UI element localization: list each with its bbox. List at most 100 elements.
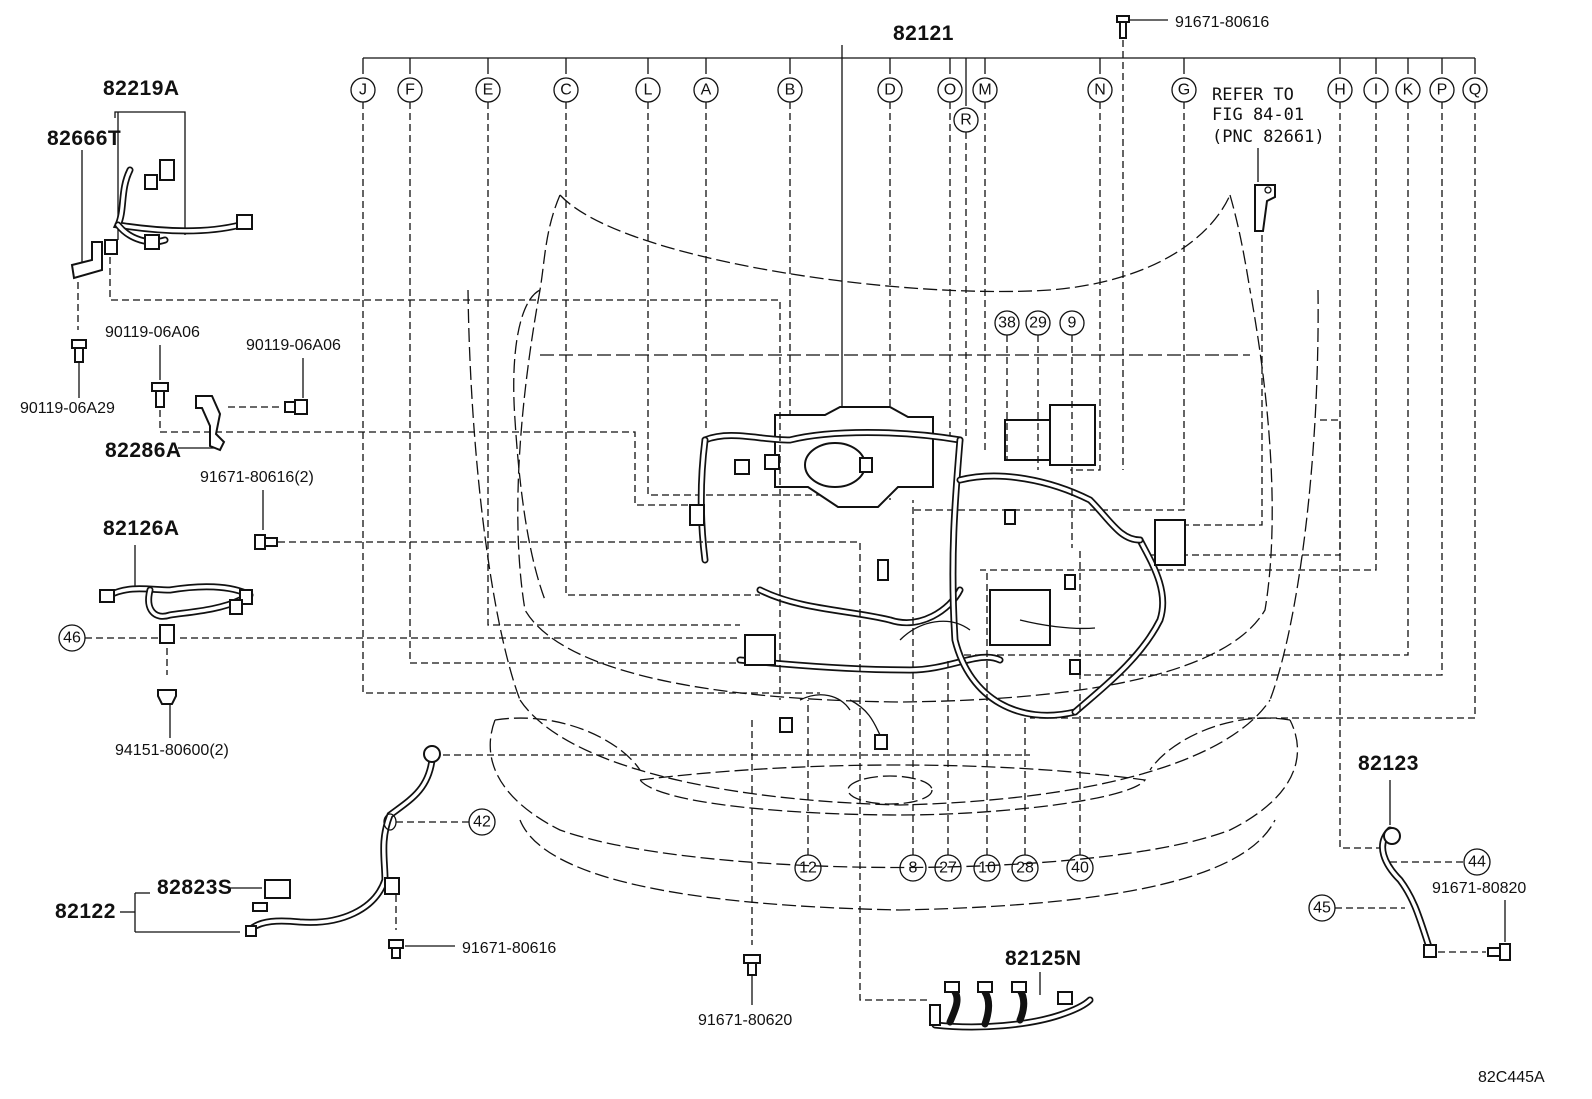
sub-harness-82219A (104, 159, 253, 255)
label-94151-80600-2: 94151-80600(2) (115, 742, 229, 759)
svg-text:A: A (701, 82, 712, 99)
label-90119-06A06-right: 90119-06A06 (246, 337, 341, 354)
svg-text:42: 42 (473, 814, 491, 831)
callout-H: H (1327, 77, 1353, 103)
sensor-82823S-icon (252, 879, 291, 912)
svg-text:29: 29 (1029, 315, 1047, 332)
harness-82123 (1379, 826, 1437, 958)
svg-text:H: H (1334, 82, 1346, 99)
callout-D: D (877, 77, 903, 103)
label-82122: 82122 (55, 900, 116, 923)
bolt-91671-80820-icon (1487, 943, 1511, 961)
label-82666T: 82666T (47, 127, 121, 150)
callout-9: 9 (1059, 310, 1085, 336)
callout-B: B (777, 77, 803, 103)
label-82123: 82123 (1358, 752, 1419, 775)
svg-text:K: K (1403, 82, 1414, 99)
letter-leaders (362, 102, 1476, 719)
label-91671-80616-2: 91671-80616(2) (200, 469, 314, 486)
harness-82125N (929, 981, 1094, 1031)
callout-38: 38 (994, 310, 1020, 336)
callout-R: R (953, 107, 979, 133)
svg-text:N: N (1094, 82, 1106, 99)
callout-O: O (937, 77, 963, 103)
label-top-bolt: 91671-80616 (1175, 14, 1269, 31)
callout-28: 28 (1011, 854, 1039, 882)
callout-P: P (1429, 77, 1455, 103)
bracket-82286A-icon (195, 395, 226, 452)
label-91671-80616-lower: 91671-80616 (462, 940, 556, 957)
callout-44: 44 (1463, 848, 1491, 876)
letter-callouts: J F E C L A B D O M R N G H I K P Q (350, 77, 1488, 133)
svg-text:8: 8 (909, 860, 918, 877)
figure-id: 82C445A (1478, 1069, 1545, 1086)
callout-10: 10 (973, 854, 1001, 882)
svg-text:10: 10 (978, 860, 996, 877)
label-82121: 82121 (893, 22, 954, 45)
bracket-82666T-icon (70, 241, 103, 280)
svg-text:E: E (483, 82, 494, 99)
svg-text:F: F (405, 82, 415, 99)
bolt-90119-06A29-icon (71, 339, 87, 363)
label-82219A: 82219A (103, 77, 180, 100)
bolt-91671-80620-icon (743, 954, 761, 976)
svg-text:B: B (785, 82, 796, 99)
label-90119-06A06-left: 90119-06A06 (105, 324, 200, 341)
svg-text:P: P (1437, 82, 1448, 99)
label-82125N: 82125N (1005, 947, 1082, 970)
svg-text:28: 28 (1016, 860, 1034, 877)
callout-45: 45 (1308, 894, 1336, 922)
label-91671-80620: 91671-80620 (698, 1012, 792, 1029)
bottom-number-callouts: 12 8 27 10 28 40 (794, 500, 1094, 882)
sub-harness-82126A (99, 583, 254, 644)
refer-line-1: REFER TO (1212, 85, 1294, 105)
svg-text:9: 9 (1068, 315, 1077, 332)
callout-Q: Q (1462, 77, 1488, 103)
callout-29: 29 (1025, 310, 1051, 336)
bolt-91671-80616-2-icon (254, 534, 278, 550)
cable-82122 (245, 745, 441, 937)
main-harness-bracket (362, 45, 1476, 420)
label-91671-80820: 91671-80820 (1432, 880, 1526, 897)
callout-42: 42 (468, 808, 496, 836)
callout-E: E (475, 77, 501, 103)
main-harness-assembly (689, 404, 1186, 750)
svg-text:L: L (644, 82, 653, 99)
callout-F: F (397, 77, 423, 103)
callout-N: N (1087, 77, 1113, 103)
callout-12: 12 (794, 854, 822, 882)
callout-L: L (635, 77, 661, 103)
svg-text:45: 45 (1313, 900, 1331, 917)
clip-94151-icon (157, 689, 177, 705)
callout-40: 40 (1066, 854, 1094, 882)
svg-text:G: G (1178, 82, 1190, 99)
callout-J: J (350, 77, 376, 103)
svg-text:R: R (960, 112, 972, 129)
callout-C: C (553, 77, 579, 103)
bolt-90119-06A06-left-icon (151, 382, 169, 408)
svg-text:C: C (560, 82, 572, 99)
vehicle-body-outline (467, 194, 1319, 911)
bolt-90119-06A06-right-icon (284, 399, 308, 415)
label-82126A: 82126A (103, 517, 180, 540)
refer-line-3: (PNC 82661) (1212, 127, 1325, 147)
svg-text:40: 40 (1071, 860, 1089, 877)
top-bolt-icon (1116, 15, 1130, 39)
callout-I: I (1363, 77, 1389, 103)
label-82823S: 82823S (157, 876, 232, 899)
callout-K: K (1395, 77, 1421, 103)
svg-text:I: I (1374, 82, 1378, 99)
refer-line-2: FIG 84-01 (1212, 105, 1304, 125)
bolt-91671-80616-lower-icon (388, 939, 404, 959)
callout-27: 27 (934, 854, 962, 882)
svg-text:O: O (944, 82, 956, 99)
callout-A: A (693, 77, 719, 103)
mid-number-callouts: 38 29 9 (994, 310, 1085, 548)
svg-text:12: 12 (799, 860, 817, 877)
svg-text:27: 27 (939, 860, 957, 877)
svg-text:J: J (359, 82, 367, 99)
callout-46: 46 (58, 624, 86, 652)
svg-text:D: D (884, 82, 896, 99)
svg-text:M: M (978, 82, 991, 99)
